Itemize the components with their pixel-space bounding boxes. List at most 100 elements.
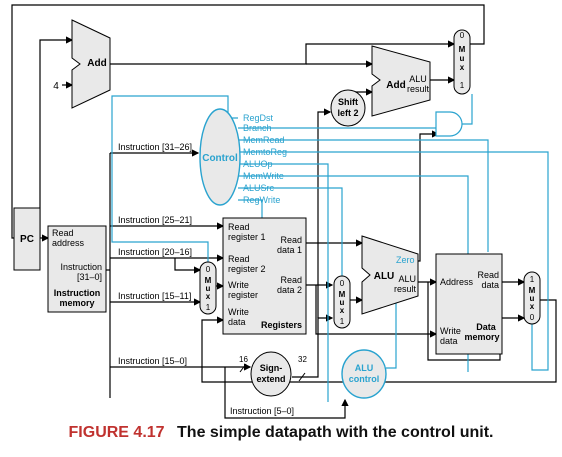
pcsrc-mux bbox=[453, 29, 471, 95]
imem-title2: memory bbox=[59, 298, 94, 308]
sign-extend-to-shift-wire bbox=[317, 108, 332, 318]
regdst-mux-m: M bbox=[205, 276, 212, 285]
pc-adder-label: Add bbox=[87, 58, 106, 69]
main-alu bbox=[361, 235, 419, 315]
branch-adder-result: result bbox=[407, 84, 430, 94]
alu-result-bypass-wire bbox=[427, 282, 526, 361]
bits-16: 16 bbox=[239, 355, 248, 364]
reg-write-a: Write bbox=[228, 280, 249, 290]
pcsrc-mux-m: M bbox=[459, 45, 466, 54]
field-15-0: Instruction [15–0] bbox=[118, 356, 187, 366]
shift-left-2 bbox=[330, 89, 366, 127]
field-31-26: Instruction [31–26] bbox=[118, 142, 192, 152]
reg-read1-a: Read bbox=[228, 222, 250, 232]
alu-control-out-wire bbox=[386, 296, 397, 369]
alu-control-a: ALU bbox=[355, 363, 374, 373]
bits-32: 32 bbox=[298, 355, 307, 364]
memtoreg-wire bbox=[238, 151, 549, 371]
pcsrc-wire bbox=[462, 94, 473, 125]
alusrc-mux-x: x bbox=[340, 306, 345, 315]
shift-left-label1: Shift bbox=[338, 97, 358, 107]
pc-to-add-wire bbox=[39, 36, 74, 238]
memtoreg-mux-x: x bbox=[530, 302, 535, 311]
imem-instruction: Instruction bbox=[60, 262, 102, 272]
field-5-0: Instruction [5–0] bbox=[230, 406, 294, 416]
branch-adder-label: Add bbox=[386, 80, 405, 91]
memtoreg-mux-1: 1 bbox=[530, 275, 535, 284]
alu-control bbox=[341, 349, 387, 399]
alu-result-b: result bbox=[394, 284, 417, 294]
signal-regwrite: RegWrite bbox=[243, 195, 280, 205]
reg-read2-a: Read bbox=[228, 254, 250, 264]
branch-adder-alu: ALU bbox=[409, 74, 427, 84]
memtoreg-mux-m: M bbox=[529, 286, 536, 295]
pc-label: PC bbox=[20, 234, 34, 245]
pcsrc-mux-1: 1 bbox=[460, 81, 465, 90]
reg-rdata2-b: data 2 bbox=[277, 285, 302, 295]
pcsrc-mux-x: x bbox=[460, 63, 465, 72]
field-15-11: Instruction [15–11] bbox=[118, 291, 191, 301]
datapath-diagram: PC Add 4 Add ALU result Shift left 2 0 M… bbox=[11, 4, 557, 419]
regdst-mux-1: 1 bbox=[206, 303, 211, 312]
signal-alusrc: ALUSrc bbox=[243, 183, 275, 193]
imem-address: address bbox=[52, 238, 85, 248]
branch-and-gate bbox=[435, 111, 463, 137]
signal-aluop: ALUOp bbox=[243, 159, 273, 169]
instr-20-16-to-mux-wire bbox=[174, 258, 202, 274]
imem-title1: Instruction bbox=[54, 288, 101, 298]
field-20-16: Instruction [20–16] bbox=[118, 247, 192, 257]
sign-extend-a: Sign- bbox=[260, 363, 283, 373]
shift-left-label2: left 2 bbox=[337, 108, 358, 118]
dmem-read-a: Read bbox=[477, 270, 499, 280]
signal-memtoreg: MemtoReg bbox=[243, 147, 287, 157]
pc-register bbox=[13, 207, 41, 271]
control-unit bbox=[199, 108, 241, 206]
sign-extend-b: extend bbox=[256, 374, 285, 384]
memtoreg-mux-u: u bbox=[530, 294, 535, 303]
field-25-21: Instruction [25–21] bbox=[118, 215, 192, 225]
memtoreg-mux-0: 0 bbox=[530, 313, 535, 322]
alusrc-mux bbox=[333, 275, 351, 329]
four-constant: 4 bbox=[53, 81, 59, 92]
figure-caption: FIGURE 4.17 The simple datapath with the… bbox=[0, 424, 562, 442]
imem-read: Read bbox=[52, 228, 74, 238]
alusrc-mux-u: u bbox=[340, 298, 345, 307]
reg-wdata-a: Write bbox=[228, 307, 249, 317]
memtoreg-mux bbox=[523, 271, 541, 325]
figure-number: FIGURE 4.17 bbox=[68, 424, 165, 441]
dmem-address: Address bbox=[440, 277, 474, 287]
reg-rdata1-b: data 1 bbox=[277, 245, 302, 255]
alu-result-a: ALU bbox=[398, 274, 416, 284]
figure-caption-text: The simple datapath with the control uni… bbox=[177, 424, 494, 441]
instr-5-0-route bbox=[224, 367, 349, 419]
alusrc-mux-0: 0 bbox=[340, 279, 345, 288]
aluop-wire bbox=[238, 163, 329, 402]
registers-title: Registers bbox=[261, 320, 302, 330]
bits-16-slash bbox=[239, 363, 247, 373]
reg-rdata1-a: Read bbox=[280, 235, 302, 245]
data-wires bbox=[11, 4, 557, 419]
alu-zero-label: Zero bbox=[396, 255, 415, 265]
reg-read1-b: register 1 bbox=[228, 232, 266, 242]
sign-extend bbox=[250, 351, 292, 397]
control-signal-labels: RegDst Branch MemRead MemtoReg ALUOp Mem… bbox=[243, 113, 287, 205]
pcsrc-mux-0: 0 bbox=[460, 31, 465, 40]
regwrite-wire bbox=[238, 199, 263, 218]
instruction-field-labels: Instruction [31–26] Instruction [25–21] … bbox=[118, 142, 294, 416]
signal-memread: MemRead bbox=[243, 135, 285, 145]
pc-feedback-wire bbox=[11, 4, 485, 242]
zero-wire bbox=[412, 130, 440, 262]
dmem-read-b: data bbox=[481, 280, 499, 290]
control-label: Control bbox=[202, 153, 238, 164]
regdst-mux bbox=[199, 261, 217, 315]
branch-adder bbox=[371, 45, 431, 117]
pcsrc-mux-u: u bbox=[460, 54, 465, 63]
regdst-mux-u: u bbox=[206, 284, 211, 293]
bits-32-slash bbox=[298, 372, 306, 382]
signal-memwrite: MemWrite bbox=[243, 171, 284, 181]
pc4-wire bbox=[110, 40, 456, 65]
signal-regdst: RegDst bbox=[243, 113, 274, 123]
register-file bbox=[222, 217, 307, 335]
instruction-memory bbox=[47, 225, 107, 313]
dmem-title-a: Data bbox=[476, 322, 497, 332]
